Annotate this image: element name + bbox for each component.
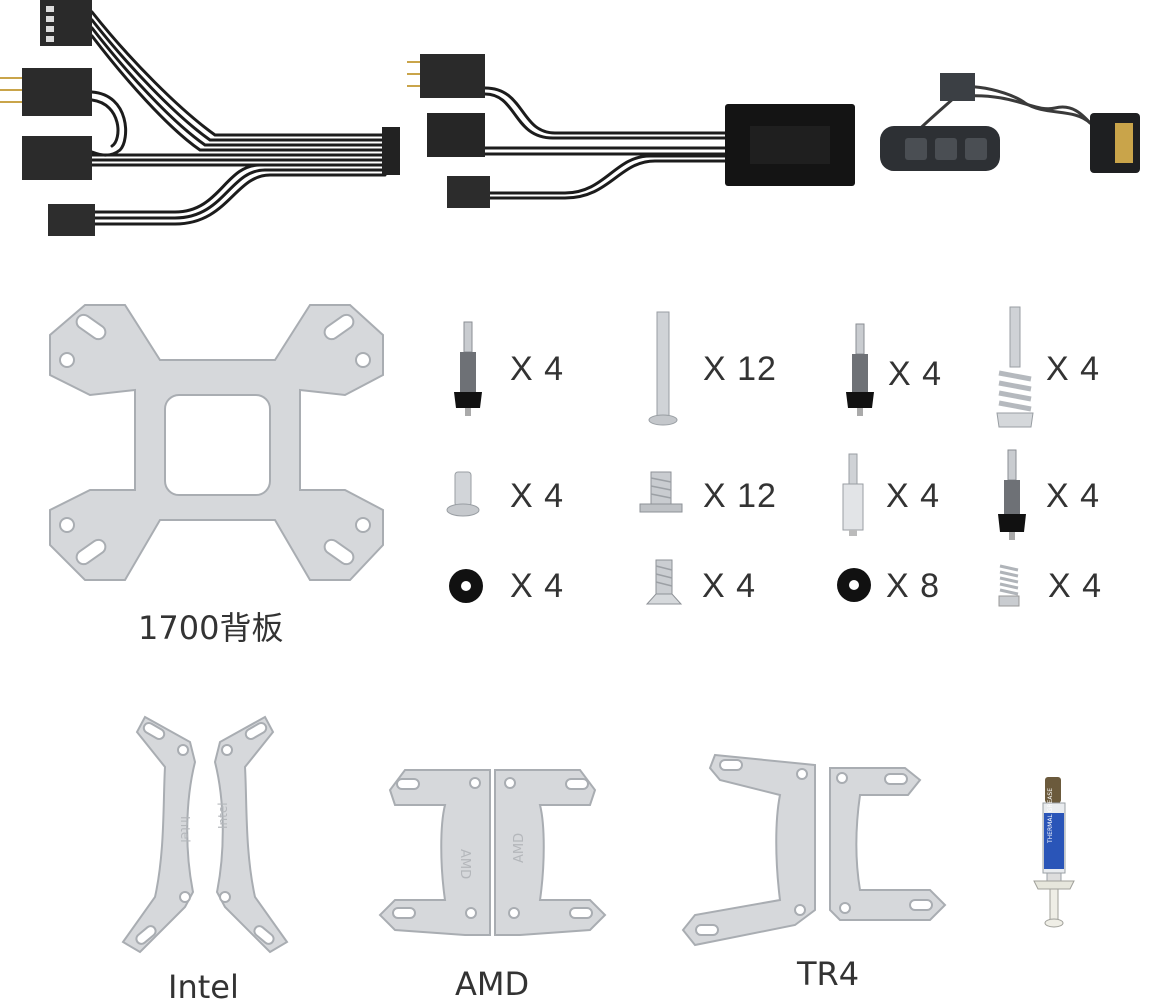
- svg-text:THERMAL GREASE: THERMAL GREASE: [1047, 788, 1054, 844]
- spring-screw-icon: [996, 306, 1034, 428]
- intel-bracket-icon: Intel Intel: [121, 715, 289, 954]
- thermal-grease-syringe-icon: THERMAL GREASE: [1033, 777, 1075, 928]
- quantity-label: X 4: [510, 567, 565, 605]
- quantity-label: X 4: [1048, 567, 1103, 605]
- backplate-1700-icon: [49, 304, 384, 581]
- standoff-screw-black-base-icon: [454, 321, 482, 416]
- rgb-remote-controller-icon: [880, 73, 1140, 173]
- quantity-label: X 8: [886, 567, 941, 605]
- standoff-screw-black-base-icon: [846, 323, 874, 416]
- flange-screw-icon: [639, 471, 683, 513]
- argb-hub-icon: [407, 54, 855, 208]
- svg-text:AMD: AMD: [512, 833, 527, 863]
- standoff-screw-black-base-icon: [998, 449, 1026, 540]
- hex-standoff-icon: [842, 453, 864, 536]
- quantity-label: X 4: [888, 355, 943, 393]
- quantity-label: X 4: [510, 350, 565, 388]
- quantity-label: X 4: [510, 477, 565, 515]
- quantity-label: X 12: [703, 477, 777, 515]
- tr4-bracket-icon: [681, 753, 947, 947]
- intel-bracket-label: Intel: [168, 968, 239, 1006]
- quantity-label: X 4: [1046, 350, 1101, 388]
- svg-text:AMD: AMD: [457, 849, 472, 879]
- long-screw-icon: [648, 311, 678, 426]
- amd-bracket-icon: AMD AMD: [378, 769, 607, 936]
- countersunk-screw-icon: [645, 559, 683, 605]
- quantity-label: X 4: [1046, 477, 1101, 515]
- svg-text:Intel: Intel: [178, 816, 192, 843]
- spring-icon: [998, 564, 1020, 607]
- svg-text:Intel: Intel: [216, 802, 230, 829]
- fan-splitter-cable-icon: [0, 0, 400, 236]
- amd-bracket-label: AMD: [455, 965, 530, 1003]
- quantity-label: X 4: [702, 567, 757, 605]
- backplate-label: 1700背板: [138, 609, 284, 647]
- tr4-bracket-label: TR4: [797, 955, 860, 993]
- quantity-label: X 12: [703, 350, 777, 388]
- rubber-washer-icon: [837, 568, 871, 602]
- rubber-washer-icon: [449, 569, 483, 603]
- quantity-label: X 4: [886, 477, 941, 515]
- short-standoff-icon: [446, 471, 480, 517]
